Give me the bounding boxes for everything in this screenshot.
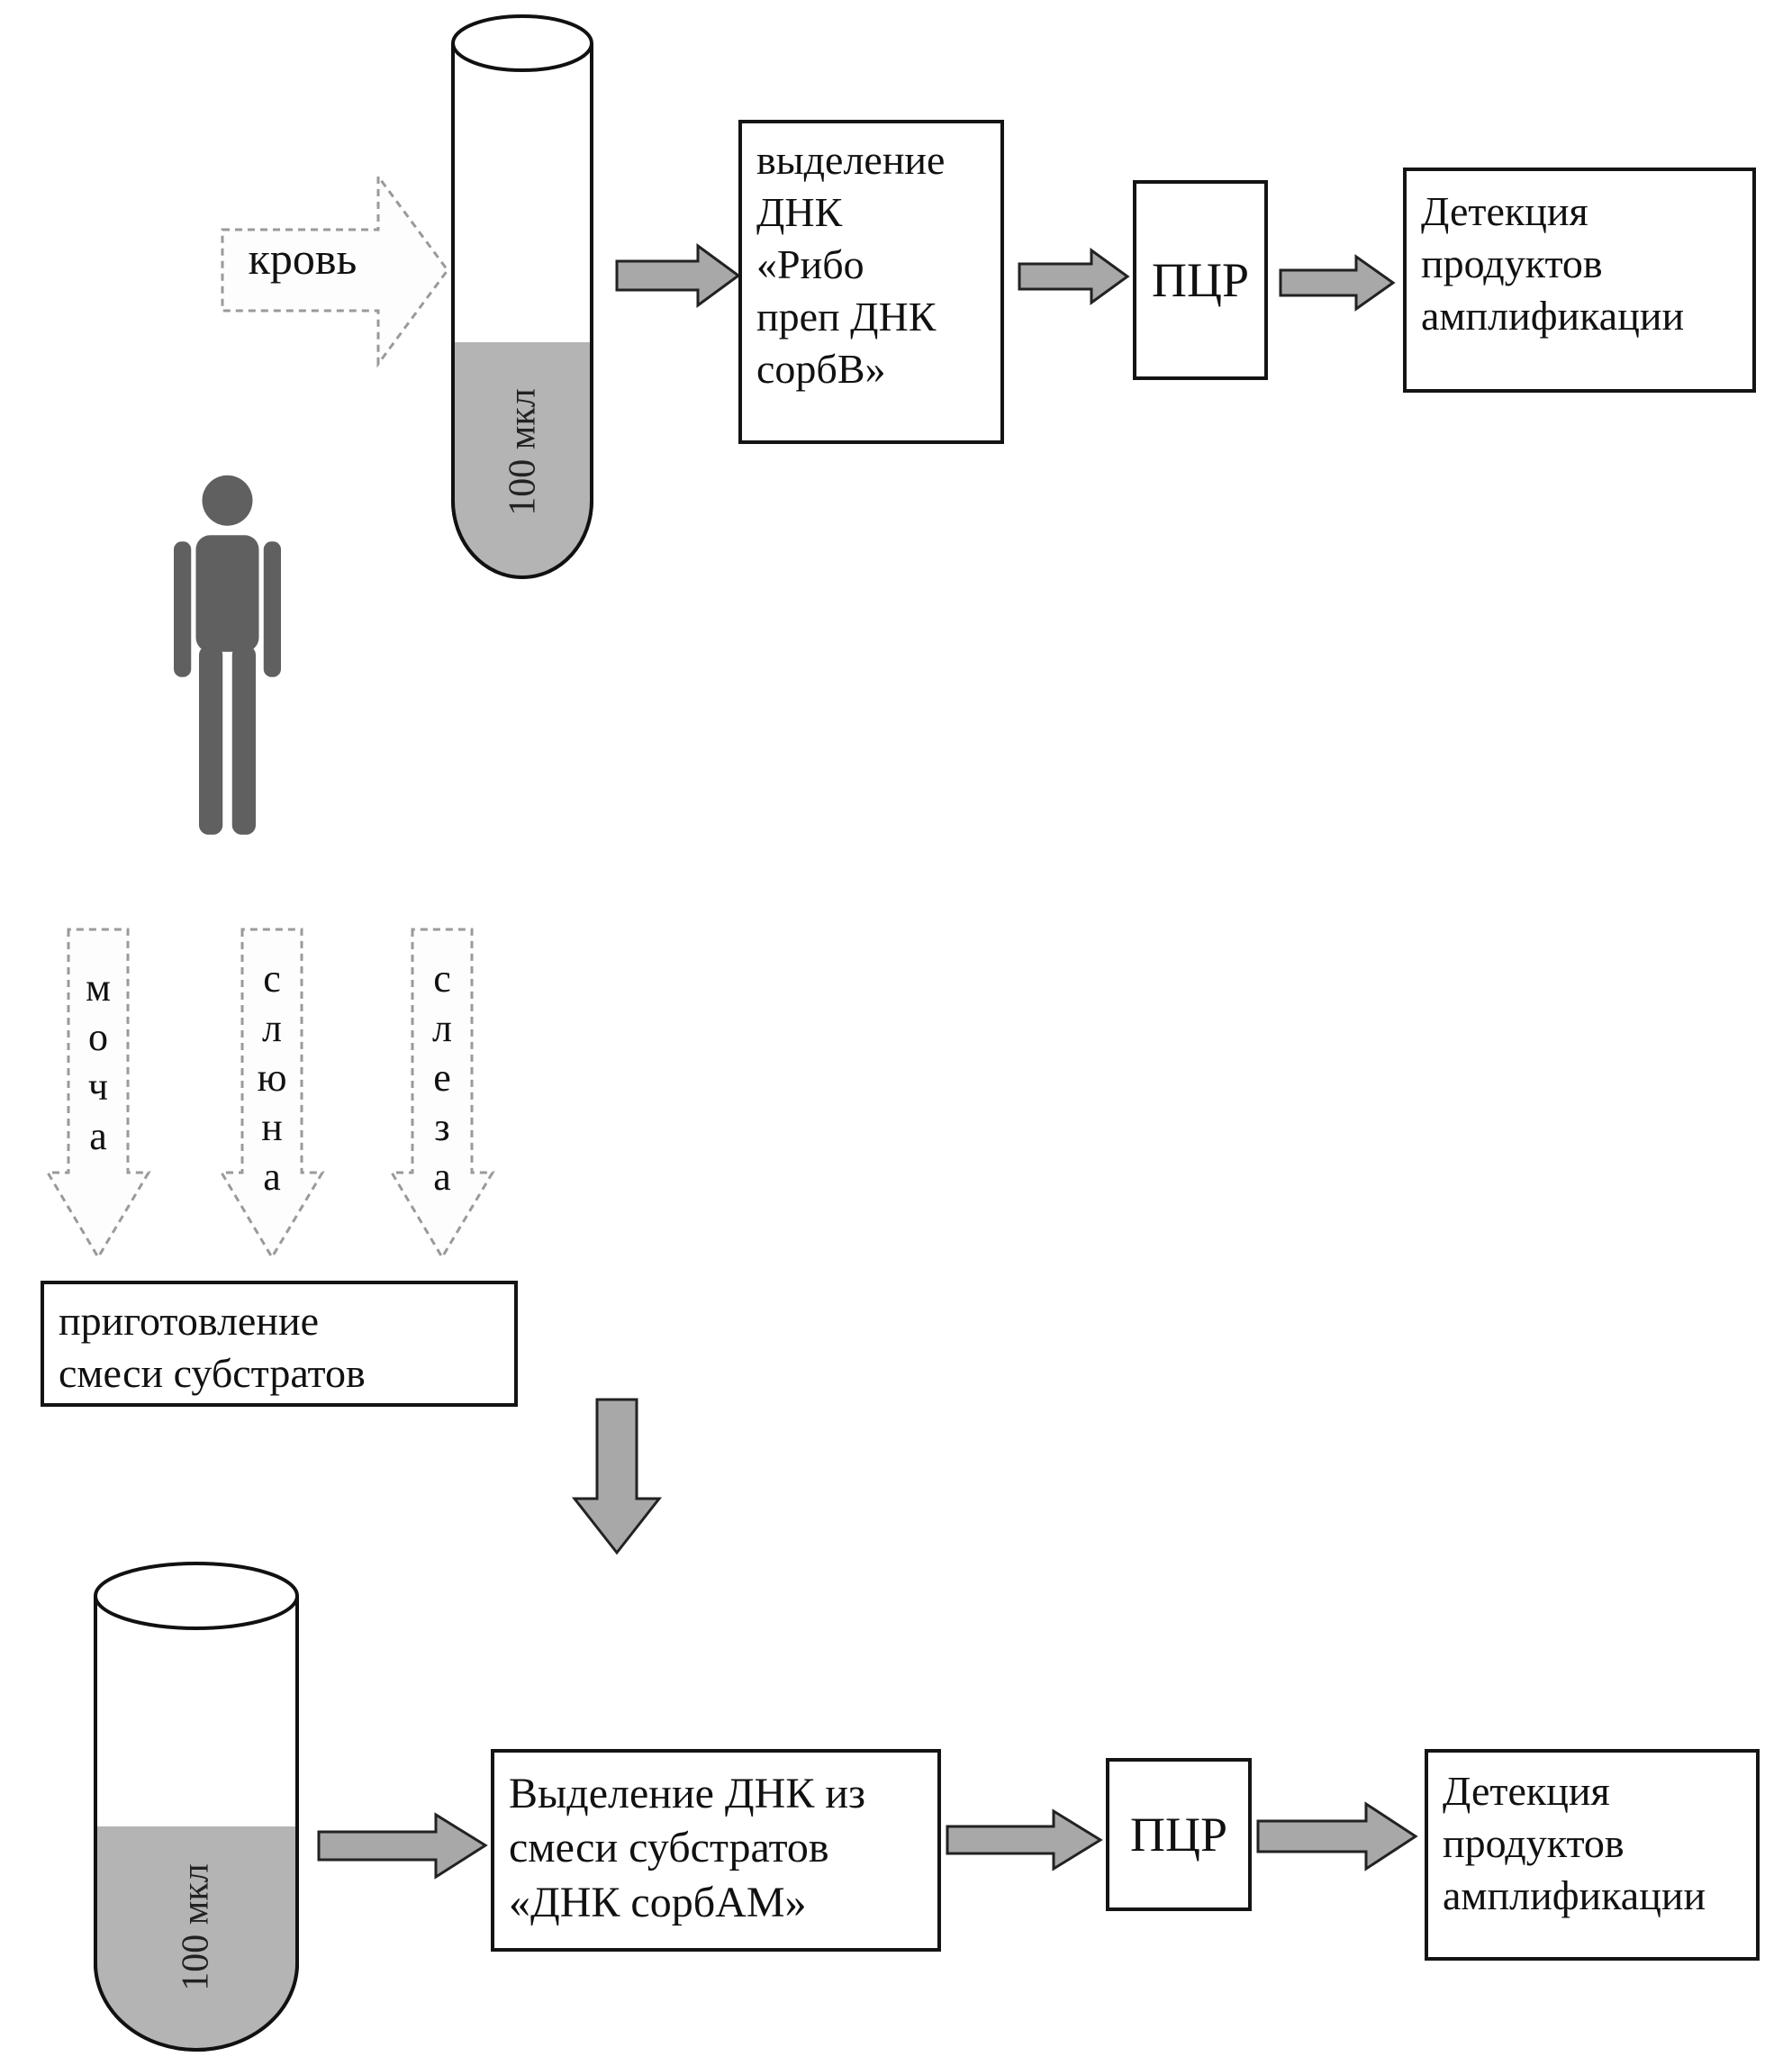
flow-arrow-icon bbox=[1256, 1801, 1418, 1871]
flow-arrow-icon bbox=[615, 243, 741, 308]
person-icon bbox=[174, 475, 281, 835]
blood-tube-icon bbox=[451, 14, 593, 579]
extraction-box-bottom: Выделение ДНК из смеси субстратов «ДНК с… bbox=[491, 1749, 941, 1952]
substrate-tube-icon bbox=[94, 1562, 299, 2052]
tube-liquid bbox=[95, 1826, 297, 2050]
tear-arrow-icon bbox=[389, 928, 495, 1260]
extraction-box-top: выделение ДНК «Рибо преп ДНК сорбВ» bbox=[738, 120, 1004, 444]
urine-arrow-icon bbox=[45, 928, 151, 1260]
detection-box-top: Детекция продуктов амплификации bbox=[1403, 168, 1756, 393]
flow-arrow-icon bbox=[946, 1808, 1103, 1871]
blood-tube-volume: 100 мкл bbox=[502, 388, 544, 516]
tube-liquid bbox=[453, 342, 592, 577]
saliva-label: слюна bbox=[249, 956, 294, 1204]
detection-box-bottom: Детекция продуктов амплификации bbox=[1425, 1749, 1760, 1961]
preparation-box: приготовление смеси субстратов bbox=[41, 1281, 518, 1407]
saliva-arrow-icon bbox=[219, 928, 325, 1260]
flow-arrow-icon bbox=[1279, 254, 1396, 312]
pcr-box-bottom: ПЦР bbox=[1106, 1758, 1252, 1911]
flow-arrow-down-icon bbox=[571, 1398, 663, 1555]
blood-label: кровь bbox=[248, 233, 357, 284]
substrate-tube-volume: 100 мкл bbox=[175, 1863, 217, 1991]
tear-label: слеза bbox=[420, 956, 465, 1204]
urine-label: моча bbox=[76, 965, 121, 1164]
pcr-box-top: ПЦР bbox=[1133, 180, 1268, 380]
flow-arrow-icon bbox=[317, 1812, 488, 1880]
blood-input-arrow-icon bbox=[221, 172, 449, 368]
flow-arrow-icon bbox=[1018, 248, 1130, 305]
